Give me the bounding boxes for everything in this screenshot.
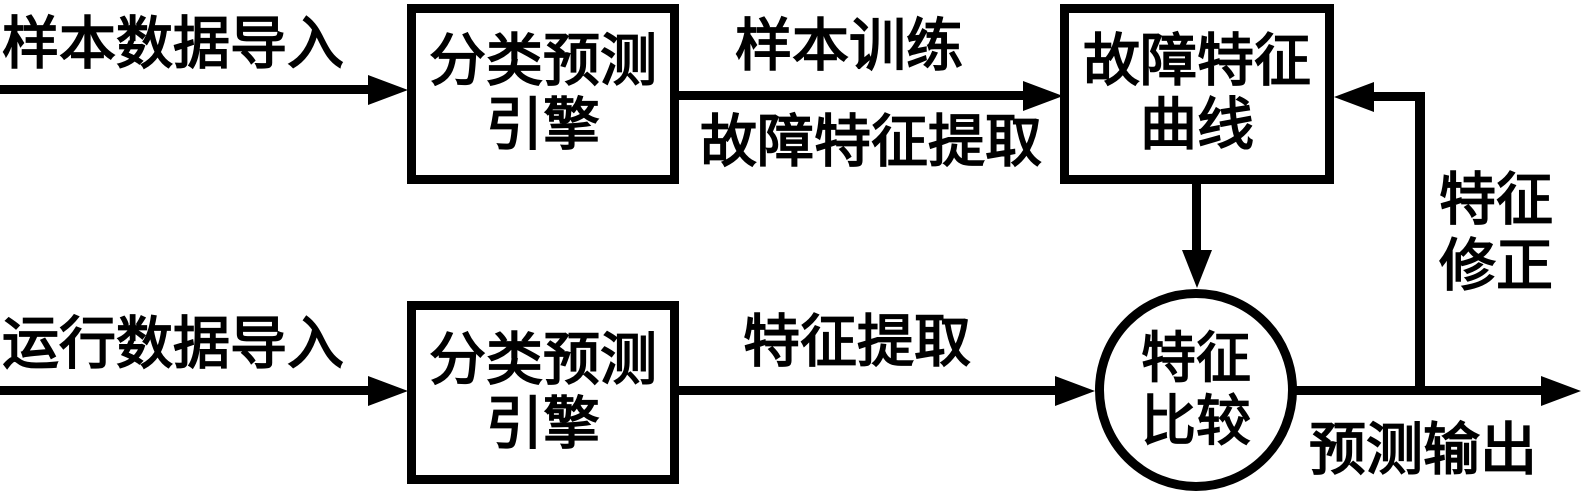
node-feature-compare-line1: 特征 (1140, 327, 1251, 389)
label-fault-feature-extraction: 故障特征提取 (700, 111, 1042, 174)
node-top-classification-engine: 分类预测 引擎 (407, 4, 679, 184)
label-feature-correction-line1: 特征 (1439, 169, 1553, 232)
node-fault-curve-line1: 故障特征 (1083, 30, 1311, 94)
arrowhead-right-icon (1055, 376, 1095, 406)
node-bottom-classification-engine: 分类预测 引擎 (407, 301, 679, 484)
node-bottom-engine-line1: 分类预测 (429, 328, 657, 392)
feedback-line-vertical (1415, 92, 1425, 395)
arrow-line-running-import (0, 386, 370, 395)
arrowhead-down-icon (1182, 250, 1212, 288)
label-feature-extraction: 特征提取 (743, 311, 971, 374)
node-top-engine-line2: 引擎 (486, 94, 600, 157)
node-top-engine-line1: 分类预测 (429, 30, 657, 94)
arrow-line-sample-training (679, 91, 1025, 100)
arrow-line-feature-extraction (679, 386, 1057, 395)
node-feature-compare-line2: 比较 (1140, 391, 1251, 452)
label-running-data-import: 运行数据导入 (2, 313, 344, 376)
arrowhead-right-icon (368, 376, 408, 406)
arrowhead-left-icon (1334, 82, 1374, 112)
node-fault-feature-curve: 故障特征 曲线 (1060, 4, 1334, 184)
label-sample-training: 样本训练 (735, 15, 963, 78)
arrow-line-prediction-output (1295, 386, 1543, 395)
arrowhead-right-icon (1541, 376, 1581, 406)
node-fault-curve-line2: 曲线 (1140, 94, 1254, 157)
label-feature-correction-line2: 修正 (1439, 235, 1553, 298)
node-bottom-engine-line2: 引擎 (486, 392, 600, 456)
arrow-line-sample-import (0, 85, 370, 94)
label-sample-data-import: 样本数据导入 (2, 13, 344, 76)
feedback-line-horizontal (1372, 92, 1425, 101)
arrow-line-curve-to-compare (1192, 182, 1201, 252)
arrowhead-right-icon (368, 75, 408, 105)
label-prediction-output: 预测输出 (1309, 419, 1537, 482)
node-feature-compare: 特征 比较 (1095, 289, 1297, 491)
label-feature-correction: 特征 修正 (1438, 168, 1554, 300)
arrowhead-right-icon (1023, 81, 1063, 111)
